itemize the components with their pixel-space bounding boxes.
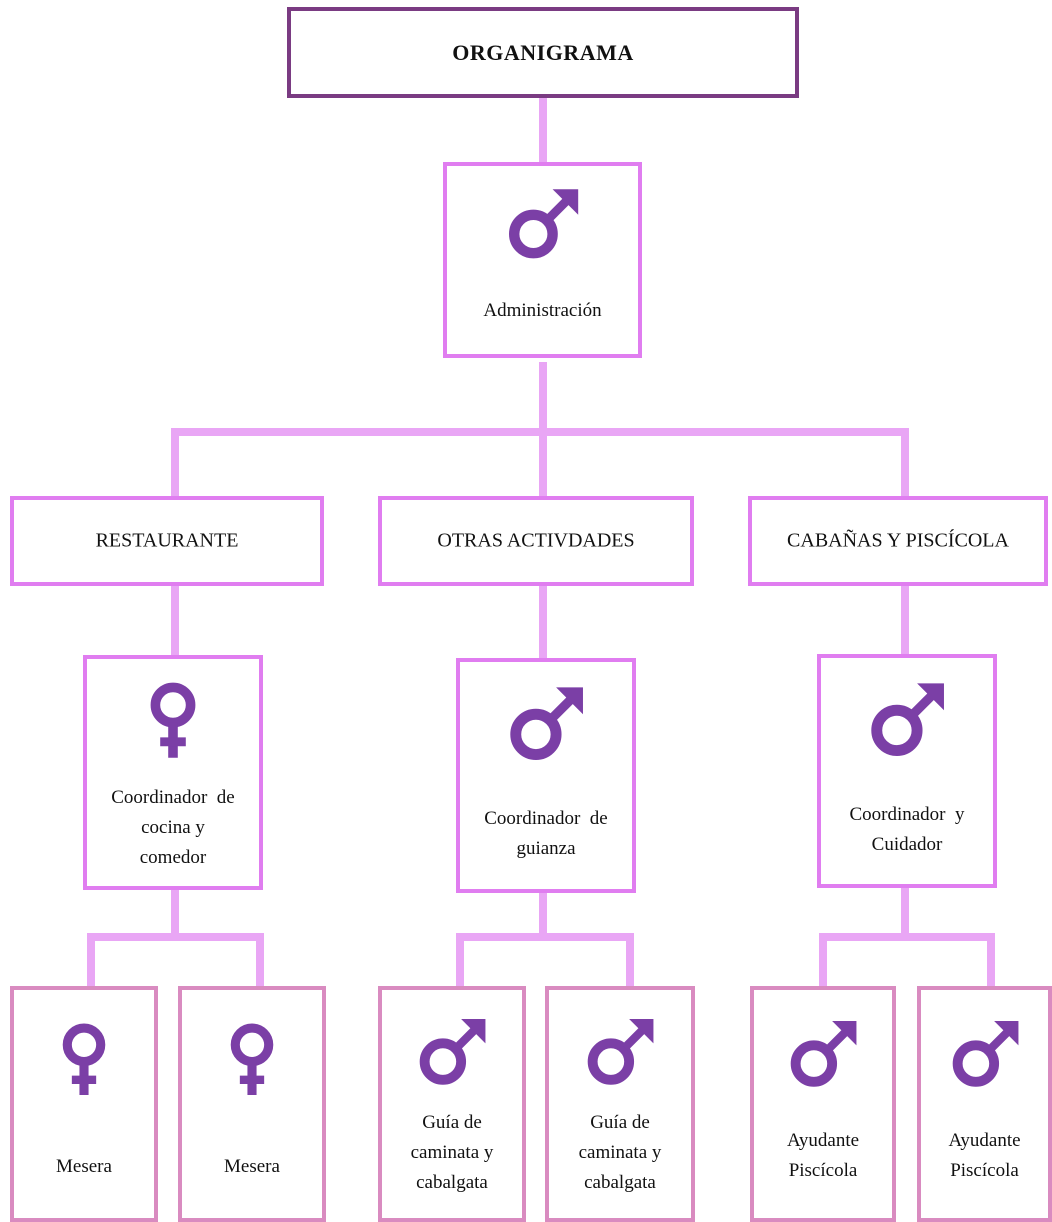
staff-label-line: Guía de xyxy=(422,1112,482,1133)
staff-label-line: Piscícola xyxy=(950,1160,1019,1181)
administration-label: Administración xyxy=(483,300,602,321)
staff-box-ayudante: Ayudante Piscícola xyxy=(750,986,896,1222)
staff-label-line: caminata y xyxy=(578,1142,662,1163)
title-box: ORGANIGRAMA xyxy=(287,7,799,98)
staff-label-line: cabalgata xyxy=(416,1172,488,1193)
coordinator-label-line: comedor xyxy=(139,847,207,868)
staff-label-line: Ayudante xyxy=(948,1130,1021,1151)
chart-title: ORGANIGRAMA xyxy=(452,39,634,65)
male-symbol-icon xyxy=(508,189,578,259)
coordinator-label-line: Coordinador de xyxy=(111,787,235,808)
coordinator-box-cabanas-piscicola: Coordinador y Cuidador xyxy=(817,654,997,888)
staff-box-mesera: Mesera xyxy=(10,986,158,1222)
female-symbol-icon xyxy=(150,682,196,758)
department-box-otras-actividades: OTRAS ACTIVDADES xyxy=(378,496,694,586)
coordinator-box-otras-actividades: Coordinador de guianza xyxy=(456,658,636,893)
department-label: RESTAURANTE xyxy=(95,529,239,552)
female-symbol-icon xyxy=(230,1023,274,1095)
coordinator-label-line: Coordinador y xyxy=(849,804,965,825)
department-box-cabanas-piscicola: CABAÑAS Y PISCÍCOLA xyxy=(748,496,1048,586)
department-label: CABAÑAS Y PISCÍCOLA xyxy=(787,529,1009,552)
male-symbol-icon xyxy=(419,1019,486,1085)
department-box-restaurante: RESTAURANTE xyxy=(10,496,324,586)
staff-label-line: Mesera xyxy=(56,1156,112,1177)
male-symbol-icon xyxy=(871,683,944,757)
male-symbol-icon xyxy=(952,1021,1018,1087)
coordinator-label-line: Coordinador de xyxy=(484,808,608,829)
coordinator-label-line: cocina y xyxy=(141,817,205,838)
female-symbol-icon xyxy=(62,1023,106,1095)
staff-label-line: Mesera xyxy=(224,1156,280,1177)
staff-box-ayudante: Ayudante Piscícola xyxy=(917,986,1052,1222)
staff-label-line: Ayudante xyxy=(786,1130,860,1151)
administration-box: Administración xyxy=(443,162,642,358)
department-label: OTRAS ACTIVDADES xyxy=(437,529,635,552)
staff-label-line: Piscícola xyxy=(788,1160,858,1181)
staff-label-line: caminata y xyxy=(410,1142,494,1163)
staff-box-guia: Guía de caminata y cabalgata xyxy=(545,986,695,1222)
coordinator-label-line: Cuidador xyxy=(871,834,943,855)
coordinator-box-restaurante: Coordinador de cocina y comedor xyxy=(83,655,263,890)
coordinator-label-line: guianza xyxy=(516,838,576,859)
male-symbol-icon xyxy=(790,1021,857,1087)
staff-label-line: Guía de xyxy=(590,1112,650,1133)
staff-box-mesera: Mesera xyxy=(178,986,326,1222)
staff-label-line: cabalgata xyxy=(584,1172,656,1193)
male-symbol-icon xyxy=(587,1019,654,1085)
staff-box-guia: Guía de caminata y cabalgata xyxy=(378,986,526,1222)
male-symbol-icon xyxy=(510,687,583,761)
